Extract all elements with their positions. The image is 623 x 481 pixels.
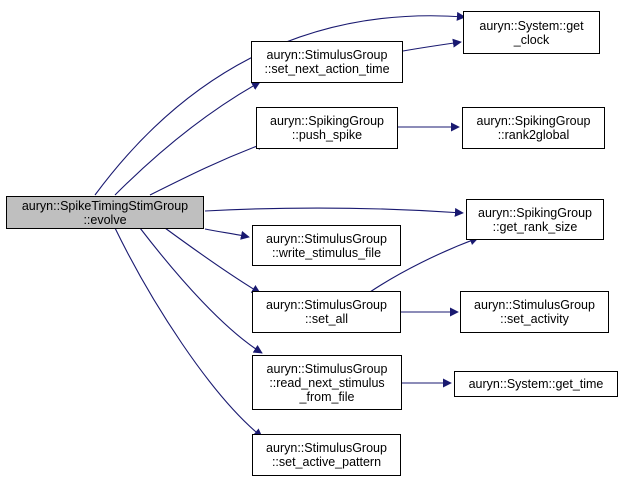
node-rank2global-line-1: auryn::SpikingGroup: [476, 114, 591, 128]
edge-evolve-to-get-clock: [94, 11, 466, 196]
node-read-next-stimulus-line-3: _from_file: [299, 389, 355, 404]
node-set-active-pattern-line-2: ::set_active_pattern: [271, 455, 382, 469]
edge-evolve-to-get-rank-size: [204, 207, 464, 217]
node-get-clock-line-2: _clock: [513, 32, 550, 47]
node-read-next-stimulus-line-2: ::read_next_stimulus: [269, 375, 385, 390]
node-get-time-line-1: auryn::System::get_time: [468, 377, 604, 391]
node-root-line-2: ::evolve: [83, 212, 127, 227]
node-get-rank-size-line-2: ::get_rank_size: [492, 219, 578, 234]
node-stimulus-group-set-all[interactable]: auryn::StimulusGroup ::set_all: [252, 291, 401, 333]
edge-set-next-action-time-to-get-clock: [402, 38, 462, 52]
edge-evolve-to-write-stimulus-file: [204, 228, 250, 240]
edge-evolve-to-read-next-stimulus: [139, 227, 263, 354]
node-set-next-action-time-line-2: ::set_next_action_time: [264, 62, 390, 76]
node-stimulus-group-write-stimulus-file[interactable]: auryn::StimulusGroup ::write_stimulus_fi…: [252, 225, 401, 266]
edge-evolve-to-set-all: [164, 227, 261, 294]
node-root-line-1: auryn::SpikeTimingStimGroup: [21, 198, 189, 213]
node-set-all-line-2: ::set_all: [304, 312, 349, 326]
node-stimulus-group-set-next-action-time[interactable]: auryn::StimulusGroup ::set_next_action_t…: [251, 41, 403, 83]
node-system-get-time[interactable]: auryn::System::get_time: [454, 371, 618, 397]
node-stimulus-group-read-next-stimulus-from-file[interactable]: auryn::StimulusGroup ::read_next_stimulu…: [252, 355, 402, 410]
edge-set-all-to-get-rank-size: [369, 236, 479, 293]
node-read-next-stimulus-line-1: auryn::StimulusGroup: [266, 361, 388, 376]
edge-evolve-to-set-active-pattern: [114, 227, 263, 438]
node-get-rank-size-line-1: auryn::SpikingGroup: [478, 205, 592, 220]
node-rank2global-line-2: ::rank2global: [497, 128, 570, 142]
node-spiking-group-push-spike[interactable]: auryn::SpikingGroup ::push_spike: [256, 107, 398, 149]
node-write-stimulus-file-line-2: ::write_stimulus_file: [271, 245, 382, 260]
node-get-clock-line-1: auryn::System::get: [479, 18, 584, 33]
node-spiking-group-get-rank-size[interactable]: auryn::SpikingGroup ::get_rank_size: [466, 199, 604, 240]
node-push-spike-line-2: ::push_spike: [291, 128, 363, 142]
edge-evolve-to-set-next-action-time: [114, 81, 261, 196]
node-set-active-pattern-line-1: auryn::StimulusGroup: [266, 441, 387, 455]
node-set-activity-line-1: auryn::StimulusGroup: [474, 298, 595, 312]
node-stimulus-group-set-active-pattern[interactable]: auryn::StimulusGroup ::set_active_patter…: [252, 434, 401, 476]
node-set-all-line-1: auryn::StimulusGroup: [266, 298, 387, 312]
edge-evolve-to-push-spike: [149, 141, 266, 196]
node-stimulus-group-set-activity[interactable]: auryn::StimulusGroup ::set_activity: [460, 291, 609, 333]
node-set-activity-line-2: ::set_activity: [500, 312, 569, 326]
node-spiking-group-rank2global[interactable]: auryn::SpikingGroup ::rank2global: [462, 107, 605, 149]
node-write-stimulus-file-line-1: auryn::StimulusGroup: [266, 231, 387, 246]
node-set-next-action-time-line-1: auryn::StimulusGroup: [266, 48, 388, 62]
node-push-spike-line-1: auryn::SpikingGroup: [270, 114, 384, 128]
node-system-get-clock[interactable]: auryn::System::get _clock: [463, 11, 600, 54]
node-spike-timing-stim-group-evolve: auryn::SpikeTimingStimGroup ::evolve: [6, 196, 204, 229]
